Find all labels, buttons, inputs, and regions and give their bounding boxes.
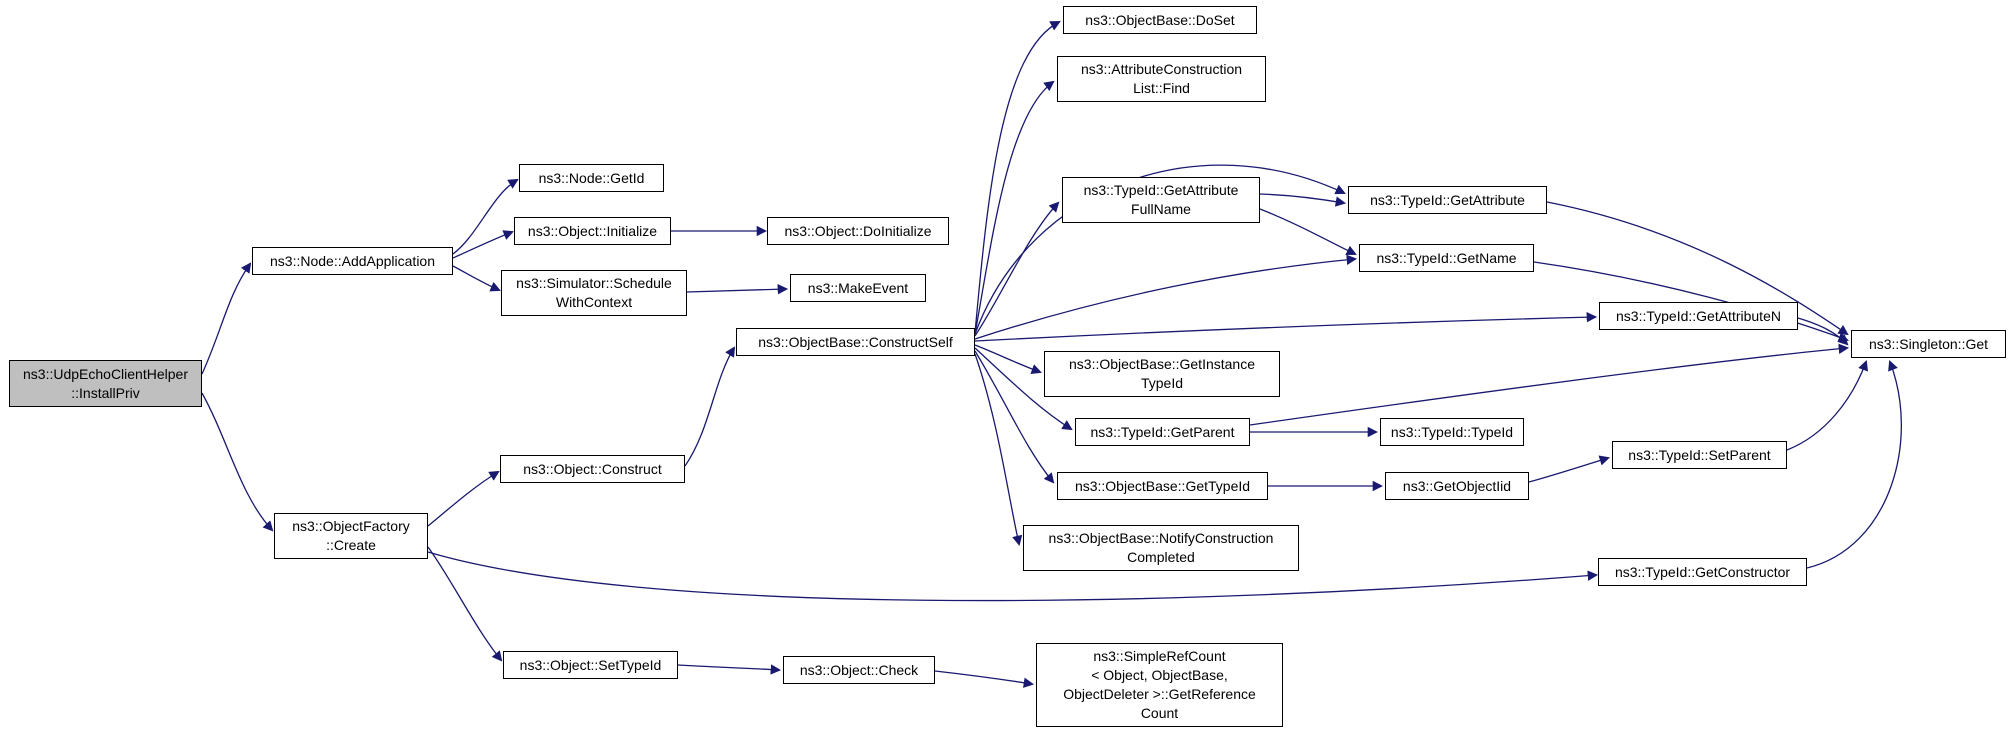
node-simplerefcount-getreferencecount[interactable]: ns3::SimpleRefCount < Object, ObjectBase… xyxy=(1036,643,1283,727)
edge-factorycreate-to-settypeid xyxy=(427,546,503,662)
edge-settypeid-to-check xyxy=(677,664,782,675)
edge-constructself-to-getattributen xyxy=(974,312,1598,342)
node-node-addapplication[interactable]: ns3::Node::AddApplication xyxy=(252,247,453,275)
edge-construct-to-constructself xyxy=(684,346,736,467)
edge-constructself-to-doset xyxy=(974,21,1061,334)
node-typeid-getname[interactable]: ns3::TypeId::GetName xyxy=(1359,244,1534,272)
node-typeid-getattributefullname[interactable]: ns3::TypeId::GetAttribute FullName xyxy=(1062,177,1260,223)
edge-installpriv-to-addapplication xyxy=(201,262,252,375)
edge-installpriv-to-factorycreate xyxy=(201,392,274,532)
node-typeid-getconstructor[interactable]: ns3::TypeId::GetConstructor xyxy=(1598,558,1807,586)
edge-factorycreate-to-construct xyxy=(427,470,500,527)
edge-setparent-to-singletonget xyxy=(1786,360,1868,451)
edge-constructself-to-notifyconstruction xyxy=(974,353,1023,547)
edge-getobjectiid-to-setparent xyxy=(1528,455,1610,483)
edge-constructself-to-getparent xyxy=(974,347,1073,431)
edge-constructself-to-getinstancetypeid xyxy=(974,344,1042,375)
edge-schedulewithcontext-to-makeevent xyxy=(686,284,789,295)
node-objectbase-doset[interactable]: ns3::ObjectBase::DoSet xyxy=(1063,6,1257,34)
node-objectbase-getinstancetypeid[interactable]: ns3::ObjectBase::GetInstance TypeId xyxy=(1044,351,1280,397)
edge-addapplication-to-getid xyxy=(452,178,519,255)
node-typeid-getparent[interactable]: ns3::TypeId::GetParent xyxy=(1075,418,1250,446)
edge-factorycreate-to-getconstructor xyxy=(427,551,1599,602)
edge-addapplication-to-schedulewithcontext xyxy=(452,265,501,292)
node-objectbase-constructself[interactable]: ns3::ObjectBase::ConstructSelf xyxy=(736,328,975,356)
node-simulator-schedulewithcontext[interactable]: ns3::Simulator::Schedule WithContext xyxy=(501,270,687,316)
node-singleton-get[interactable]: ns3::Singleton::Get xyxy=(1851,330,2006,358)
node-udpechoclienthelper-installpriv: ns3::UdpEchoClientHelper ::InstallPriv xyxy=(9,360,202,407)
node-object-doinitialize[interactable]: ns3::Object::DoInitialize xyxy=(767,217,949,245)
node-typeid-typeid[interactable]: ns3::TypeId::TypeId xyxy=(1380,418,1524,446)
edge-constructself-to-attrfind xyxy=(974,80,1055,335)
node-attributeconstructionlist-find[interactable]: ns3::AttributeConstruction List::Find xyxy=(1057,56,1266,102)
node-object-check[interactable]: ns3::Object::Check xyxy=(783,656,935,684)
node-object-settypeid[interactable]: ns3::Object::SetTypeId xyxy=(503,651,678,679)
edge-getname-to-singletonget xyxy=(1533,261,1849,343)
node-object-initialize[interactable]: ns3::Object::Initialize xyxy=(514,217,671,245)
node-objectbase-gettypeid[interactable]: ns3::ObjectBase::GetTypeId xyxy=(1057,472,1268,500)
edge-getattributen-to-singletonget xyxy=(1797,317,1849,346)
edge-getattribute-to-singletonget xyxy=(1546,201,1849,336)
node-typeid-setparent[interactable]: ns3::TypeId::SetParent xyxy=(1612,441,1787,469)
edge-constructself-to-objectbasegettypeid xyxy=(974,350,1055,484)
edge-addapplication-to-initialize xyxy=(452,230,514,259)
edge-constructself-to-getname xyxy=(974,254,1358,340)
node-node-getid[interactable]: ns3::Node::GetId xyxy=(519,164,664,192)
node-objectfactory-create[interactable]: ns3::ObjectFactory ::Create xyxy=(274,513,428,559)
node-typeid-getattributen[interactable]: ns3::TypeId::GetAttributeN xyxy=(1599,302,1798,330)
node-makeevent[interactable]: ns3::MakeEvent xyxy=(790,274,926,302)
edge-constructself-to-getattrfullname xyxy=(974,201,1060,337)
edge-getconstructor-to-singletonget xyxy=(1806,360,1902,569)
edge-getparent-to-singletonget xyxy=(1249,343,1850,426)
edge-getattrfullname-to-getname xyxy=(1259,208,1357,256)
node-getobjectiid[interactable]: ns3::GetObjectIid xyxy=(1385,472,1529,500)
node-objectbase-notifyconstructioncompleted[interactable]: ns3::ObjectBase::NotifyConstruction Comp… xyxy=(1023,525,1299,571)
node-object-construct[interactable]: ns3::Object::Construct xyxy=(500,455,685,483)
edge-check-to-simplerefcount xyxy=(934,670,1035,688)
edge-getattrfullname-to-getattribute xyxy=(1259,193,1347,207)
node-typeid-getattribute[interactable]: ns3::TypeId::GetAttribute xyxy=(1348,186,1547,214)
